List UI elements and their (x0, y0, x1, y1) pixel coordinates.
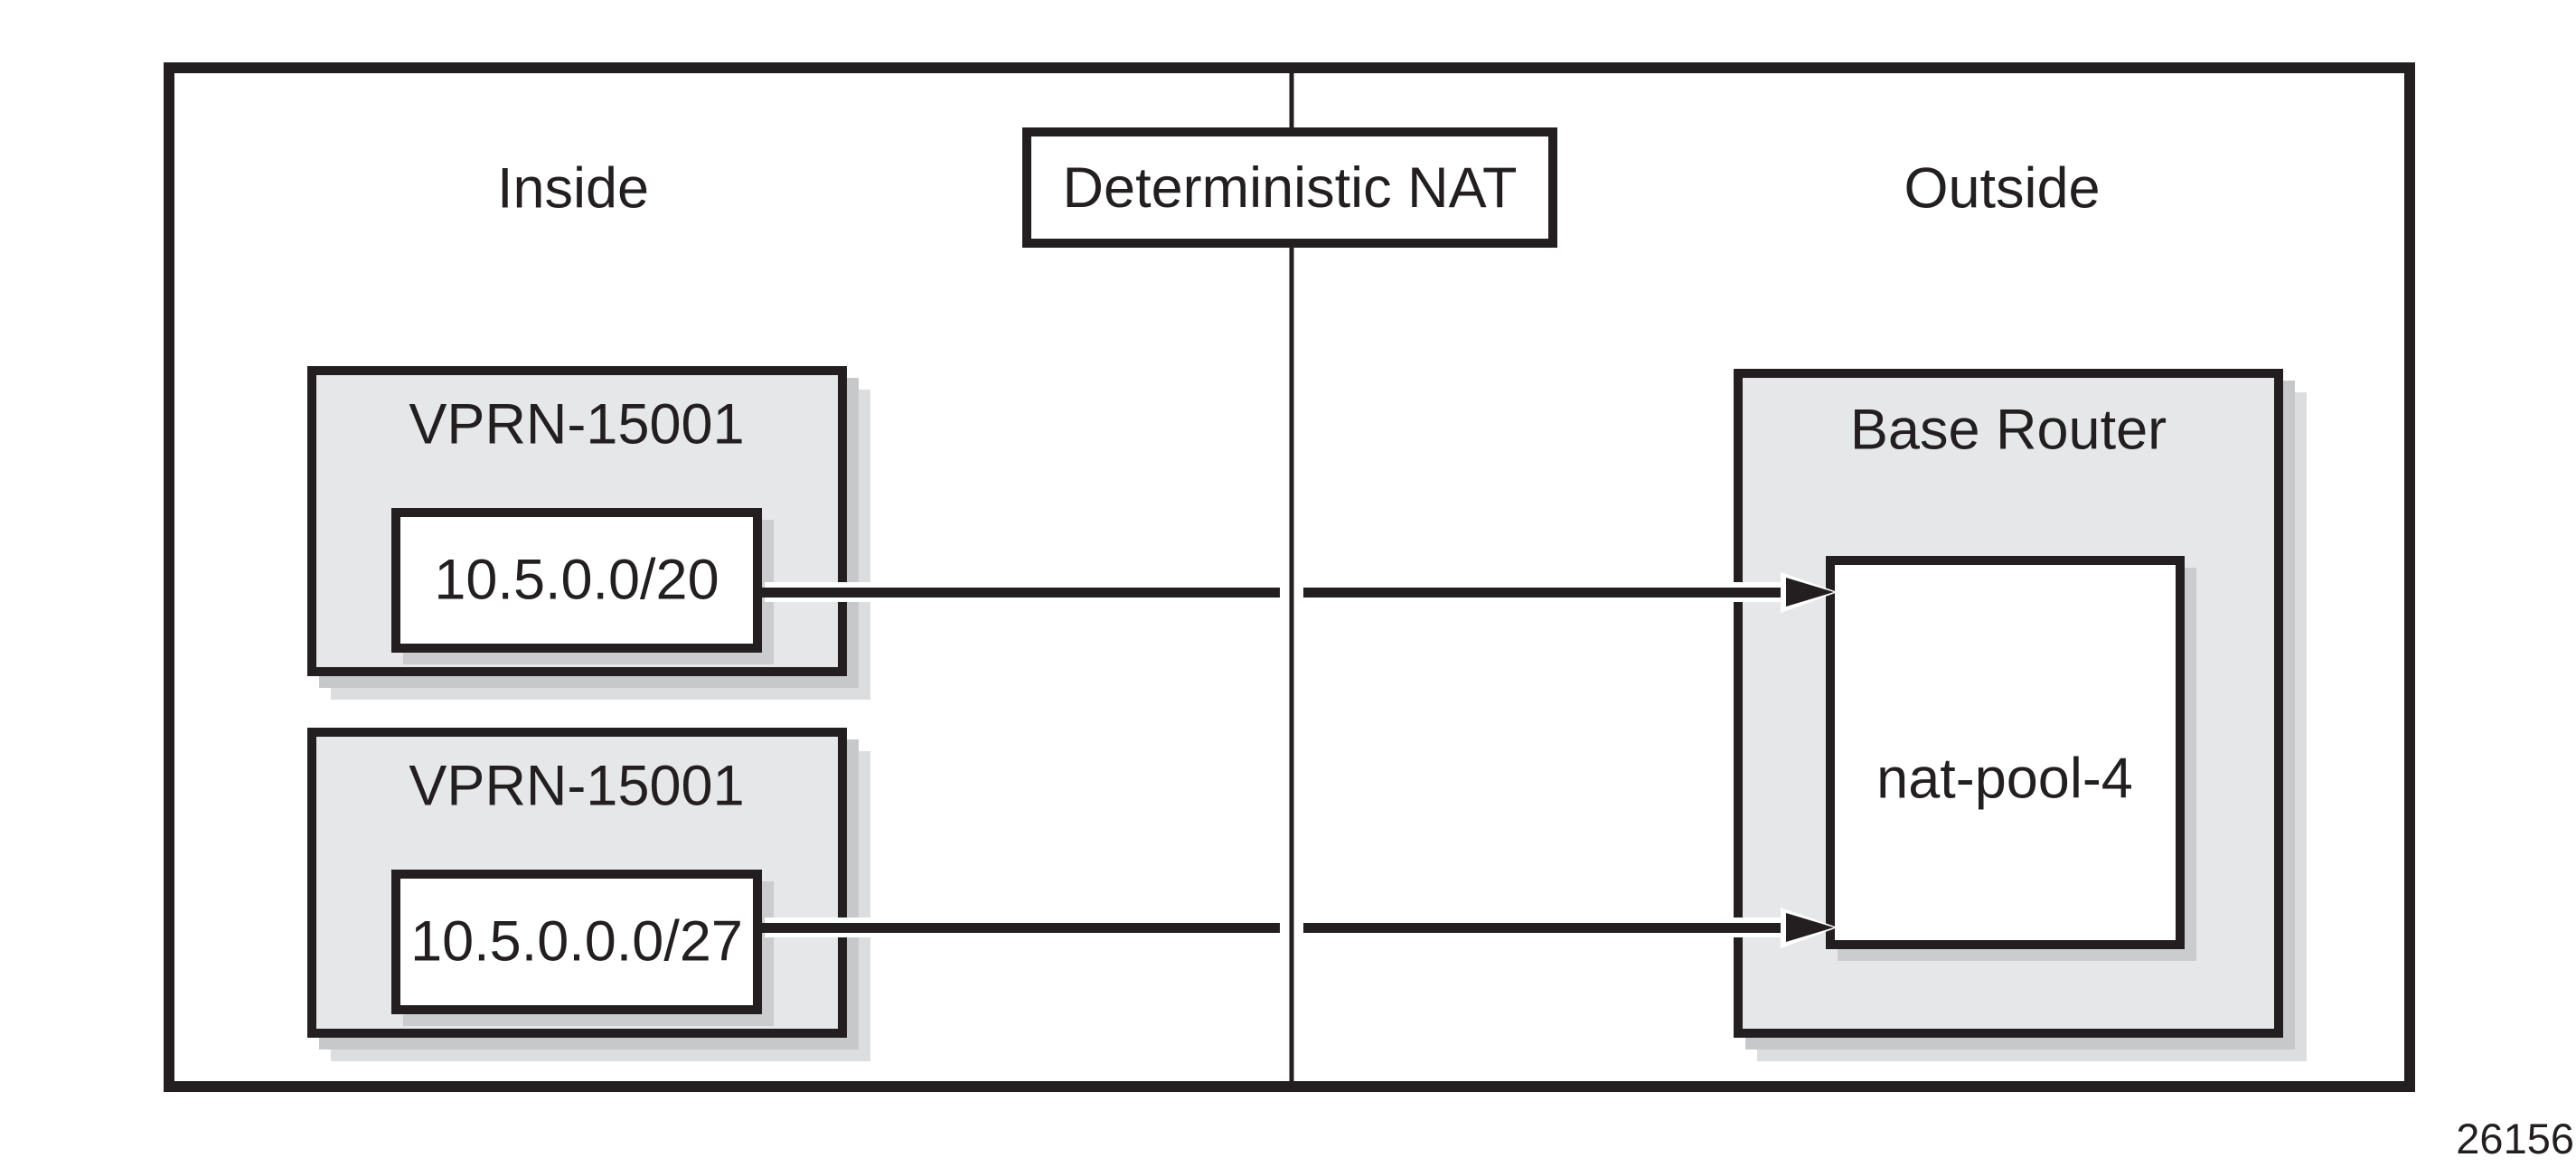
outside-label: Outside (1904, 156, 2101, 221)
nat-pool-label: nat-pool-4 (1876, 747, 2133, 811)
prefix-box-1 (391, 508, 762, 653)
prefix-box-1-label: 10.5.0.0/20 (434, 548, 719, 612)
prefix-box-2-label: 10.5.0.0.0/27 (410, 909, 743, 974)
vprn-box-2-label: VPRN-15001 (409, 754, 745, 818)
diagram-border (164, 62, 2415, 1092)
prefix-box-2 (391, 870, 762, 1014)
deterministic-nat-box: Deterministic NAT (1022, 127, 1557, 248)
inside-label: Inside (496, 156, 650, 221)
vprn-box-1-label: VPRN-15001 (409, 392, 745, 456)
figure-number: 26156 (2456, 1115, 2574, 1162)
nat-pool-box (1826, 556, 2185, 949)
base-router-label: Base Router (1849, 398, 2167, 462)
deterministic-nat-label: Deterministic NAT (1062, 155, 1518, 220)
